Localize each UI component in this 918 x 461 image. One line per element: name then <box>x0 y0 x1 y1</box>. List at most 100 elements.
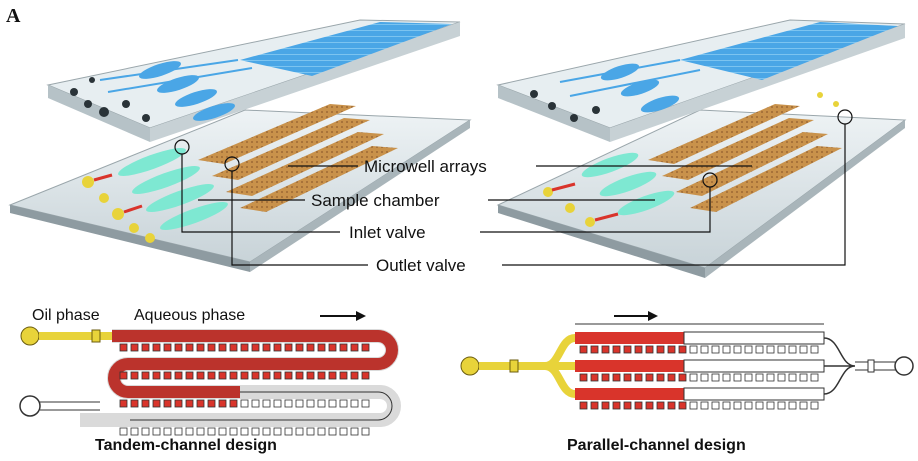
microwell <box>163 371 172 380</box>
microwell <box>273 371 282 380</box>
microwell <box>711 345 720 354</box>
microwell <box>744 345 753 354</box>
microwell <box>722 373 731 382</box>
microwell <box>788 401 797 410</box>
microwell <box>152 427 161 436</box>
microwell <box>251 427 260 436</box>
parallel-outlet <box>894 356 914 376</box>
microwell <box>295 427 304 436</box>
microwell <box>667 345 676 354</box>
microwell <box>766 401 775 410</box>
microwell <box>623 345 632 354</box>
microwell <box>306 371 315 380</box>
microwell <box>766 373 775 382</box>
microwell <box>218 343 227 352</box>
microwell <box>141 343 150 352</box>
left-sample-chambers <box>118 148 228 230</box>
microwell <box>174 343 183 352</box>
microwell <box>152 343 161 352</box>
microwell <box>623 373 632 382</box>
microwell <box>612 345 621 354</box>
microwell <box>306 343 315 352</box>
microwell <box>251 343 260 352</box>
microwell <box>119 427 128 436</box>
microwell <box>722 345 731 354</box>
tandem-channel-schematic: Oil phase Aqueous phase Tandem-channel d… <box>19 307 401 454</box>
microwell <box>711 401 720 410</box>
microwell <box>766 345 775 354</box>
microwell <box>119 399 128 408</box>
microwell <box>218 399 227 408</box>
microwell <box>152 399 161 408</box>
microwell <box>700 401 709 410</box>
left-channel-network <box>99 22 452 121</box>
microwell <box>711 373 720 382</box>
microwell <box>722 401 731 410</box>
microwell <box>733 373 742 382</box>
microwell <box>810 373 819 382</box>
tandem-outlet <box>19 395 41 417</box>
microwell <box>185 343 194 352</box>
microwell <box>229 399 238 408</box>
microwell <box>229 427 238 436</box>
microwell <box>284 399 293 408</box>
microwell <box>733 345 742 354</box>
label-inlet-valve: Inlet valve <box>349 223 426 242</box>
microwell <box>777 373 786 382</box>
microwell <box>130 427 139 436</box>
microwell <box>119 343 128 352</box>
microwell <box>689 373 698 382</box>
microwell <box>350 427 359 436</box>
microwell <box>141 399 150 408</box>
microwell <box>350 371 359 380</box>
microwell <box>295 343 304 352</box>
microwell <box>185 399 194 408</box>
right-microwell-arrays <box>648 104 842 212</box>
microwell <box>328 371 337 380</box>
microwell <box>163 343 172 352</box>
microwell <box>262 371 271 380</box>
left-inlet-ports <box>82 173 155 243</box>
microwell <box>196 399 205 408</box>
microwell <box>339 343 348 352</box>
microwell <box>196 343 205 352</box>
microwell <box>700 345 709 354</box>
microwell <box>141 427 150 436</box>
microwell <box>273 343 282 352</box>
parallel-channel-schematic: Parallel-channel design <box>460 311 914 454</box>
label-oil-phase: Oil phase <box>32 307 100 324</box>
right-sample-chambers <box>581 152 675 216</box>
microwell <box>218 427 227 436</box>
parallel-microwells <box>579 345 819 410</box>
microwell <box>361 343 370 352</box>
microwell <box>295 399 304 408</box>
microwell <box>163 427 172 436</box>
microwell <box>229 343 238 352</box>
microwell <box>262 427 271 436</box>
microwell <box>339 371 348 380</box>
left-device <box>8 19 472 272</box>
microwell <box>130 399 139 408</box>
right-inlet-ports <box>543 92 839 227</box>
microwell <box>273 399 282 408</box>
microwell <box>295 371 304 380</box>
caption-tandem: Tandem-channel design <box>95 437 277 454</box>
microwell <box>755 345 764 354</box>
microwell <box>262 399 271 408</box>
microwell <box>207 343 216 352</box>
microwell <box>744 373 753 382</box>
microwell <box>163 399 172 408</box>
microwell <box>645 373 654 382</box>
microwell <box>339 399 348 408</box>
microwell <box>788 373 797 382</box>
microwell <box>339 427 348 436</box>
microwell <box>251 399 260 408</box>
microwell <box>788 345 797 354</box>
microwell <box>612 373 621 382</box>
microwell <box>634 401 643 410</box>
microwell <box>240 371 249 380</box>
microwell <box>284 343 293 352</box>
microwell <box>350 399 359 408</box>
tandem-microwells <box>119 343 370 436</box>
